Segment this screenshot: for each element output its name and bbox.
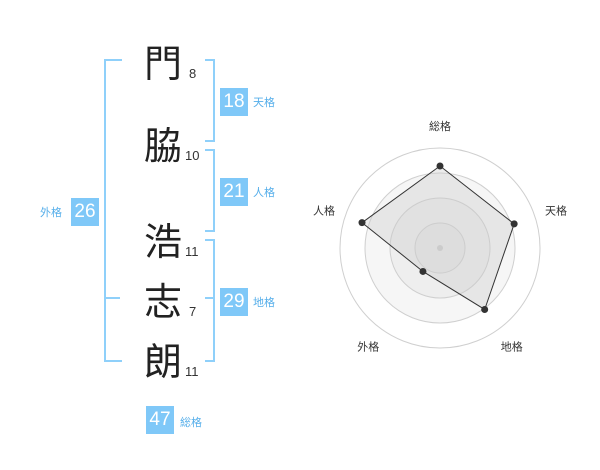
stroke-count-2: 10 — [185, 148, 200, 163]
stroke-count-5: 11 — [185, 364, 199, 379]
tenkaku-value: 18 — [220, 88, 248, 116]
radar-center-dot — [437, 245, 443, 251]
name-char-1: 門 — [143, 42, 182, 86]
gaikaku-label: 外格 — [40, 206, 62, 219]
chikaku-value: 29 — [220, 288, 248, 316]
radar-point-4 — [419, 267, 427, 275]
radar-axis-label-4: 外格 — [357, 340, 379, 354]
stroke-count-1: 8 — [189, 66, 197, 81]
chikaku-bracket — [205, 239, 215, 362]
radar-area — [361, 165, 515, 311]
name-char-3: 浩 — [143, 220, 182, 264]
chikaku-label: 地格 — [253, 296, 275, 309]
name-char-2: 脇 — [143, 124, 182, 168]
name-char-5: 朗 — [143, 340, 182, 384]
radar-point-2 — [510, 220, 518, 228]
radar-axis-label-2: 天格 — [545, 203, 567, 217]
soukaku-label: 総格 — [180, 416, 202, 429]
tenkaku-bracket — [205, 59, 215, 142]
gaikaku-bracket-mid — [104, 297, 120, 299]
gaikaku-bracket — [104, 59, 122, 362]
name-char-4: 志 — [143, 280, 182, 324]
radar-point-5 — [358, 219, 366, 227]
jinkaku-bracket — [205, 149, 215, 232]
tenkaku-label: 天格 — [253, 96, 275, 109]
jinkaku-value: 21 — [220, 178, 248, 206]
radar-axis-label-1: 総格 — [429, 119, 451, 133]
gaikaku-value: 26 — [71, 198, 99, 226]
jinkaku-label: 人格 — [253, 186, 275, 199]
radar-point-3 — [481, 305, 489, 313]
radar-axis-label-3: 地格 — [501, 340, 523, 354]
stroke-count-3: 11 — [185, 244, 199, 259]
radar-axis-label-5: 人格 — [313, 203, 335, 217]
stroke-count-4: 7 — [189, 304, 197, 319]
radar-point-1 — [436, 162, 444, 170]
soukaku-value: 47 — [146, 406, 174, 434]
chikaku-bracket-mid — [205, 297, 214, 299]
